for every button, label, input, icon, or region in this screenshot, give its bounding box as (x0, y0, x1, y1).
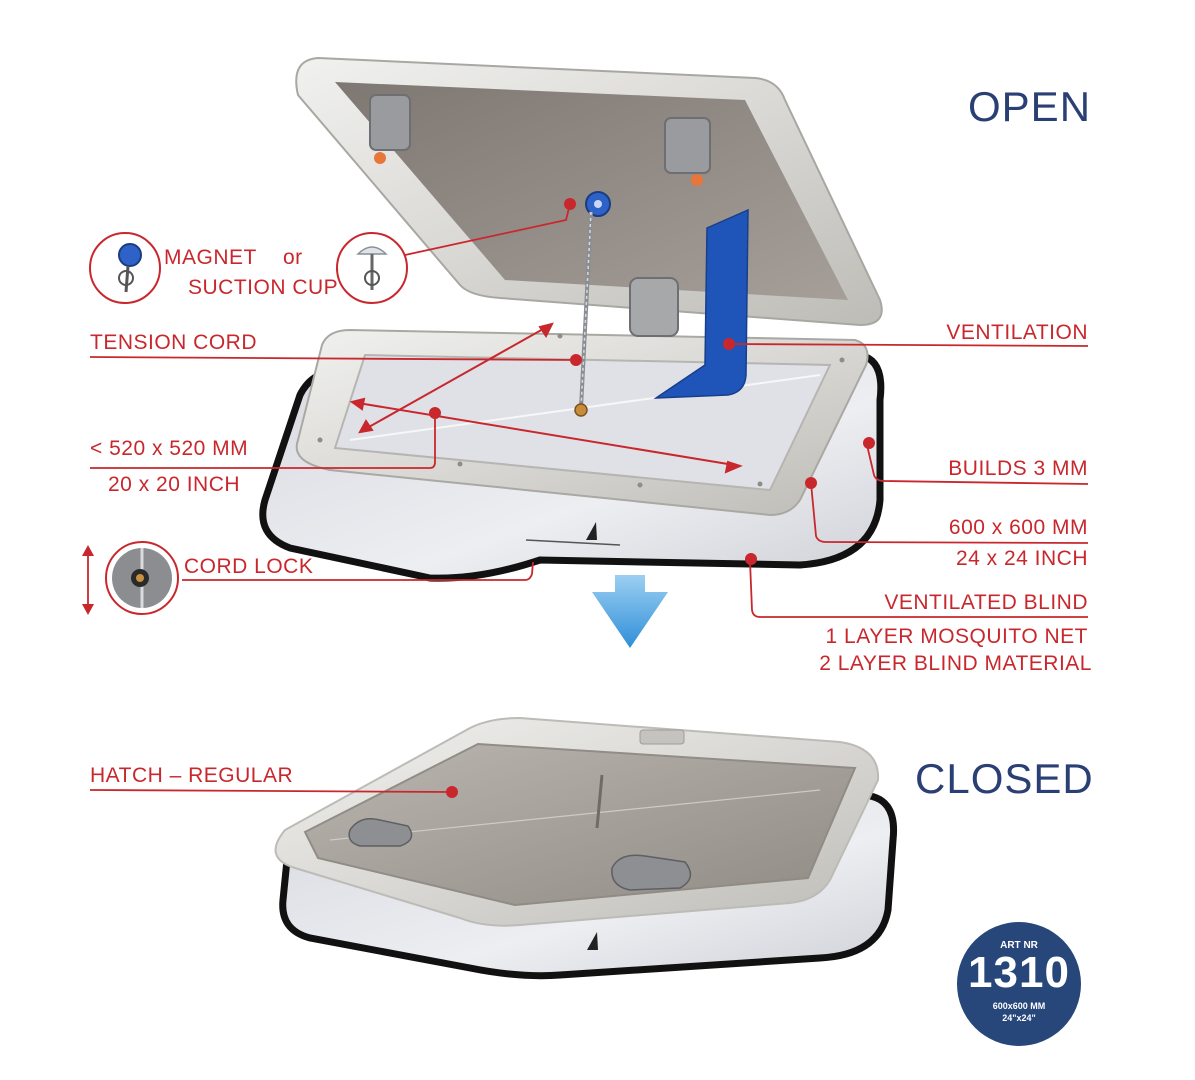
dimension-arrows (349, 322, 743, 474)
builds-label: BUILDS 3 MM (948, 457, 1088, 480)
blind-mm-label: 600 x 600 MM (948, 516, 1088, 539)
badge-size-mm: 600x600 MM (992, 1001, 1046, 1011)
open-hatch (259, 56, 885, 582)
badge-size-inch: 24"x24" (1002, 1013, 1036, 1023)
blind-material-label: 2 LAYER BLIND MATERIAL (819, 652, 1092, 675)
size-inch-label: 20 x 20 INCH (108, 473, 241, 496)
size-mm-label: < 520 x 520 MM (90, 437, 249, 460)
hatch-label: HATCH – REGULAR (90, 764, 294, 787)
ventilation-label: VENTILATION (946, 321, 1088, 344)
down-arrow-icon (592, 575, 668, 648)
mosquito-net-label: 1 LAYER MOSQUITO NET (825, 625, 1088, 648)
open-heading: OPEN (968, 83, 1092, 130)
ventilated-blind-label: VENTILATED BLIND (884, 591, 1088, 614)
closed-heading: CLOSED (915, 755, 1094, 802)
blind-inch-label: 24 x 24 INCH (955, 547, 1088, 570)
shark-fin-logo-icon (525, 522, 621, 546)
magnet-thumbnail (89, 232, 161, 304)
callout-markers (82, 198, 875, 798)
suction-cup-label: SUCTION CUP (188, 276, 339, 299)
magnet-icon (585, 191, 611, 217)
or-label: or (283, 246, 303, 269)
article-number-badge: ART NR 1310 600x600 MM 24"x24" (957, 922, 1081, 1046)
badge-title: ART NR (1000, 940, 1038, 951)
cord-lock-label: CORD LOCK (184, 555, 314, 578)
closed-hatch (274, 716, 898, 980)
magnet-label: MAGNET (164, 246, 257, 269)
badge-number: 1310 (968, 948, 1070, 997)
tension-cord-label: TENSION CORD (90, 331, 258, 354)
suction-cup-icon (336, 232, 408, 304)
cord-lock-icon (105, 541, 179, 615)
